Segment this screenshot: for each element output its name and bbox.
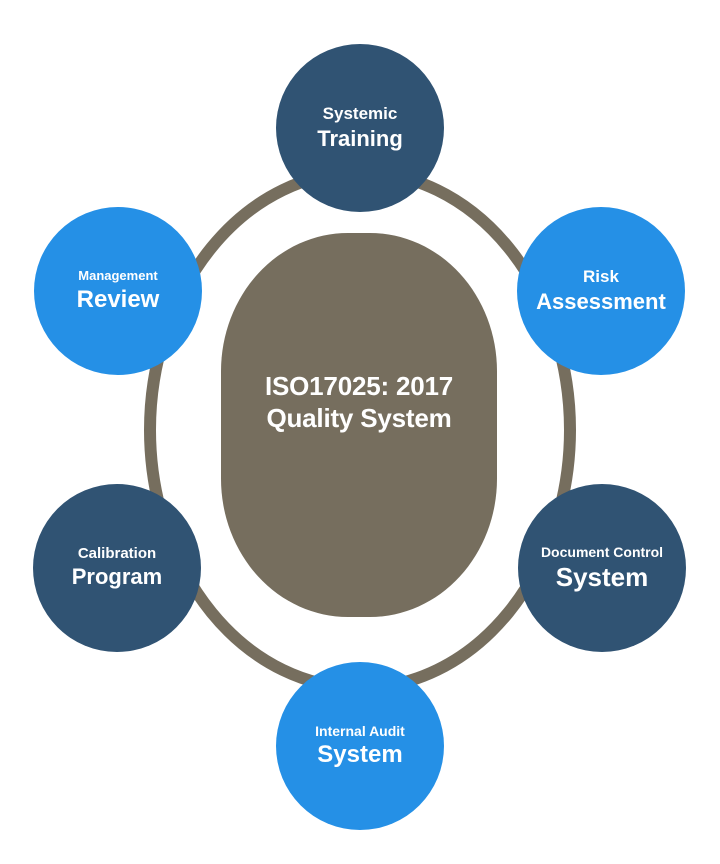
center-title-line1: ISO17025: 2017 — [264, 371, 453, 401]
node-label-small: Systemic — [322, 104, 398, 123]
node-label-small: Internal Audit — [315, 723, 405, 739]
node-label-large: System — [317, 741, 403, 768]
node-risk-assessment: Risk Assessment — [517, 207, 685, 375]
node-label-large: Program — [71, 564, 163, 589]
node-label-small: Calibration — [77, 545, 157, 562]
node-management-review: Management Review — [34, 207, 202, 375]
center-title-line2: Quality System — [266, 403, 452, 433]
node-label-small: Risk — [583, 267, 619, 286]
node-label-large: Review — [76, 286, 160, 313]
node-calibration-program: Calibration Program — [33, 484, 201, 652]
node-label-large: Assessment — [536, 289, 666, 314]
node-label-small: Document Control — [540, 544, 664, 560]
node-document-control-system: Document Control System — [518, 484, 686, 652]
node-label-large: Training — [317, 126, 403, 151]
node-label-small: Management — [78, 268, 158, 283]
node-label-large: System — [555, 562, 649, 592]
node-systemic-training: Systemic Training — [276, 44, 444, 212]
center-quality-system: ISO17025: 2017 Quality System — [221, 233, 497, 617]
node-internal-audit-system: Internal Audit System — [276, 662, 444, 830]
